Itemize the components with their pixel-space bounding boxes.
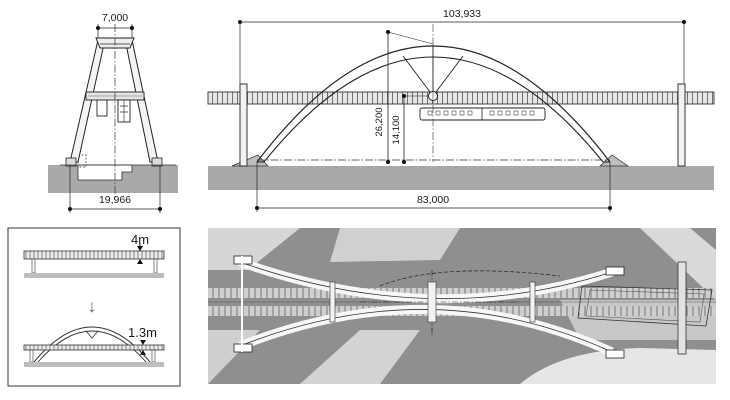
elevation-deck-truss xyxy=(207,91,715,105)
plan-track-upper xyxy=(208,288,716,298)
before-girder xyxy=(23,250,165,260)
section-vehicle-left xyxy=(96,99,108,117)
deck-height-label: 14,100 xyxy=(391,115,402,144)
plan-abutment-se xyxy=(605,349,625,359)
before-depth-label: 4m xyxy=(131,232,149,247)
elevation-pier-left xyxy=(239,83,248,167)
after-depth-label: 1.3m xyxy=(128,325,157,340)
arch-height-label: 26,200 xyxy=(374,107,385,136)
elevation-pier-right xyxy=(677,83,686,167)
transform-arrow: ↓ xyxy=(88,296,97,316)
after-girder xyxy=(23,344,165,351)
top-width-label: 7,000 xyxy=(102,12,128,24)
elevation-view: 103,933 26,200 14,100 83,000 xyxy=(207,8,715,212)
after-ground xyxy=(24,362,164,367)
elevation-ground xyxy=(208,166,714,190)
plan-view xyxy=(208,228,716,384)
base-width-label: 19,966 xyxy=(99,194,131,206)
plan-abutment-ne xyxy=(605,266,625,276)
section-frame-right-leg xyxy=(125,39,159,163)
plan-pier-right xyxy=(677,261,687,355)
cross-section-view: 7,000 19,966 xyxy=(48,12,178,213)
overall-length-label: 103,933 xyxy=(443,8,481,20)
depth-comparison-inset: 4m ↓ 1.3m xyxy=(7,227,181,387)
before-ground xyxy=(24,273,164,278)
arch-span-label: 83,000 xyxy=(417,194,449,206)
